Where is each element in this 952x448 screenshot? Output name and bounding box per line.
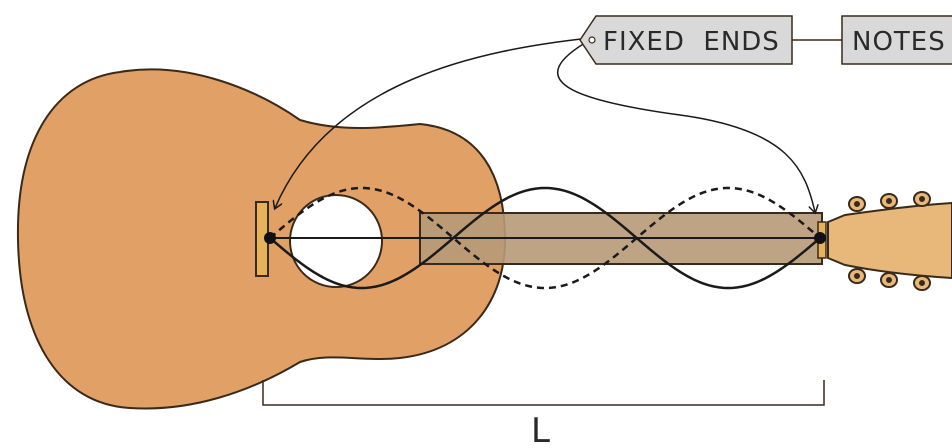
length-label: L [531, 411, 550, 448]
arrow-to-bridge [275, 37, 591, 208]
arrow-to-nut [556, 39, 815, 212]
notes-tag: NOTES [841, 15, 952, 65]
standing-wave-solid [269, 186, 821, 290]
fixed-end-dot-icon [814, 232, 826, 244]
length-bracket [262, 380, 825, 406]
fixed-end-dot-icon [264, 232, 276, 244]
fixed-ends-label: FIXED ENDS [603, 27, 780, 57]
sound-hole-icon [289, 194, 383, 288]
tuning-pegs-icon [848, 191, 931, 291]
fixed-ends-tag: FIXED ENDS [579, 15, 793, 65]
headstock-icon [827, 201, 952, 280]
notes-label: NOTES [852, 27, 946, 57]
standing-wave-dashed [269, 186, 821, 290]
